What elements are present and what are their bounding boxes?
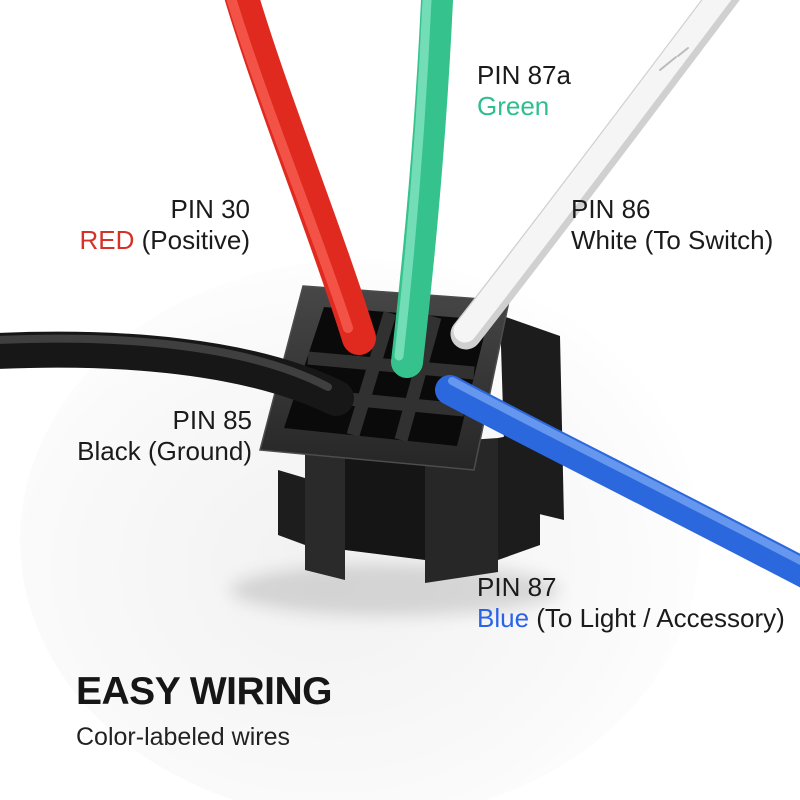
pin-name: PIN 87 [477, 572, 557, 602]
socket-left-foot [278, 470, 305, 545]
wire-color-word: Green [477, 91, 550, 121]
blue-wire-highlight [448, 377, 800, 565]
wire-color-word: Blue [477, 603, 530, 633]
label-pin-85: PIN 85 Black (Ground) [77, 405, 252, 467]
pin-description: Green [477, 91, 571, 122]
black-wire [0, 331, 354, 416]
green-wire-highlight [394, 0, 432, 361]
pin-name: PIN 86 [571, 194, 651, 224]
pin-description: Blue (To Light / Accessory) [477, 603, 785, 634]
slot-rib-vertical-1 [346, 311, 397, 437]
pin-name: PIN 87a [477, 60, 571, 90]
caption-title: EASY WIRING [76, 670, 332, 713]
black-wire-highlight [0, 334, 332, 391]
slot-rib-horizontal-1 [307, 351, 475, 380]
pin-description: White (To Switch) [571, 225, 773, 256]
white-wire [453, 0, 732, 343]
pin-name: PIN 30 [170, 194, 251, 224]
socket-right-side [498, 430, 540, 560]
slot-rib-vertical-2 [394, 315, 442, 442]
pin-description-rest: Black (Ground) [77, 436, 252, 466]
green-wire [391, 0, 454, 378]
label-pin-87a: PIN 87a Green [477, 60, 571, 122]
caption-subtitle: Color-labeled wires [76, 723, 290, 751]
socket-front-right-leg [425, 438, 498, 583]
blue-wire [435, 375, 800, 588]
caption: EASY WIRING Color-labeled wires [76, 670, 332, 752]
pin-name: PIN 85 [172, 405, 253, 435]
label-pin-87: PIN 87 Blue (To Light / Accessory) [477, 572, 785, 634]
socket-center-recess [345, 433, 425, 560]
white-wire-marking [659, 47, 689, 71]
socket-front-left-leg [305, 428, 345, 580]
pin-description-rest: (To Light / Accessory) [529, 603, 785, 633]
red-wire [224, 0, 376, 355]
red-wire-highlight [226, 0, 353, 333]
pin-description-rest: White (To Switch) [571, 225, 774, 255]
wire-color-word: RED [79, 225, 135, 255]
pin-description: Black (Ground) [77, 436, 252, 467]
pin-description-rest: (Positive) [134, 225, 250, 255]
label-pin-86: PIN 86 White (To Switch) [571, 194, 773, 256]
label-pin-30: PIN 30 RED (Positive) [80, 194, 250, 256]
pin-description: RED (Positive) [80, 225, 250, 256]
wires [0, 0, 800, 588]
socket-shadow [230, 564, 560, 616]
